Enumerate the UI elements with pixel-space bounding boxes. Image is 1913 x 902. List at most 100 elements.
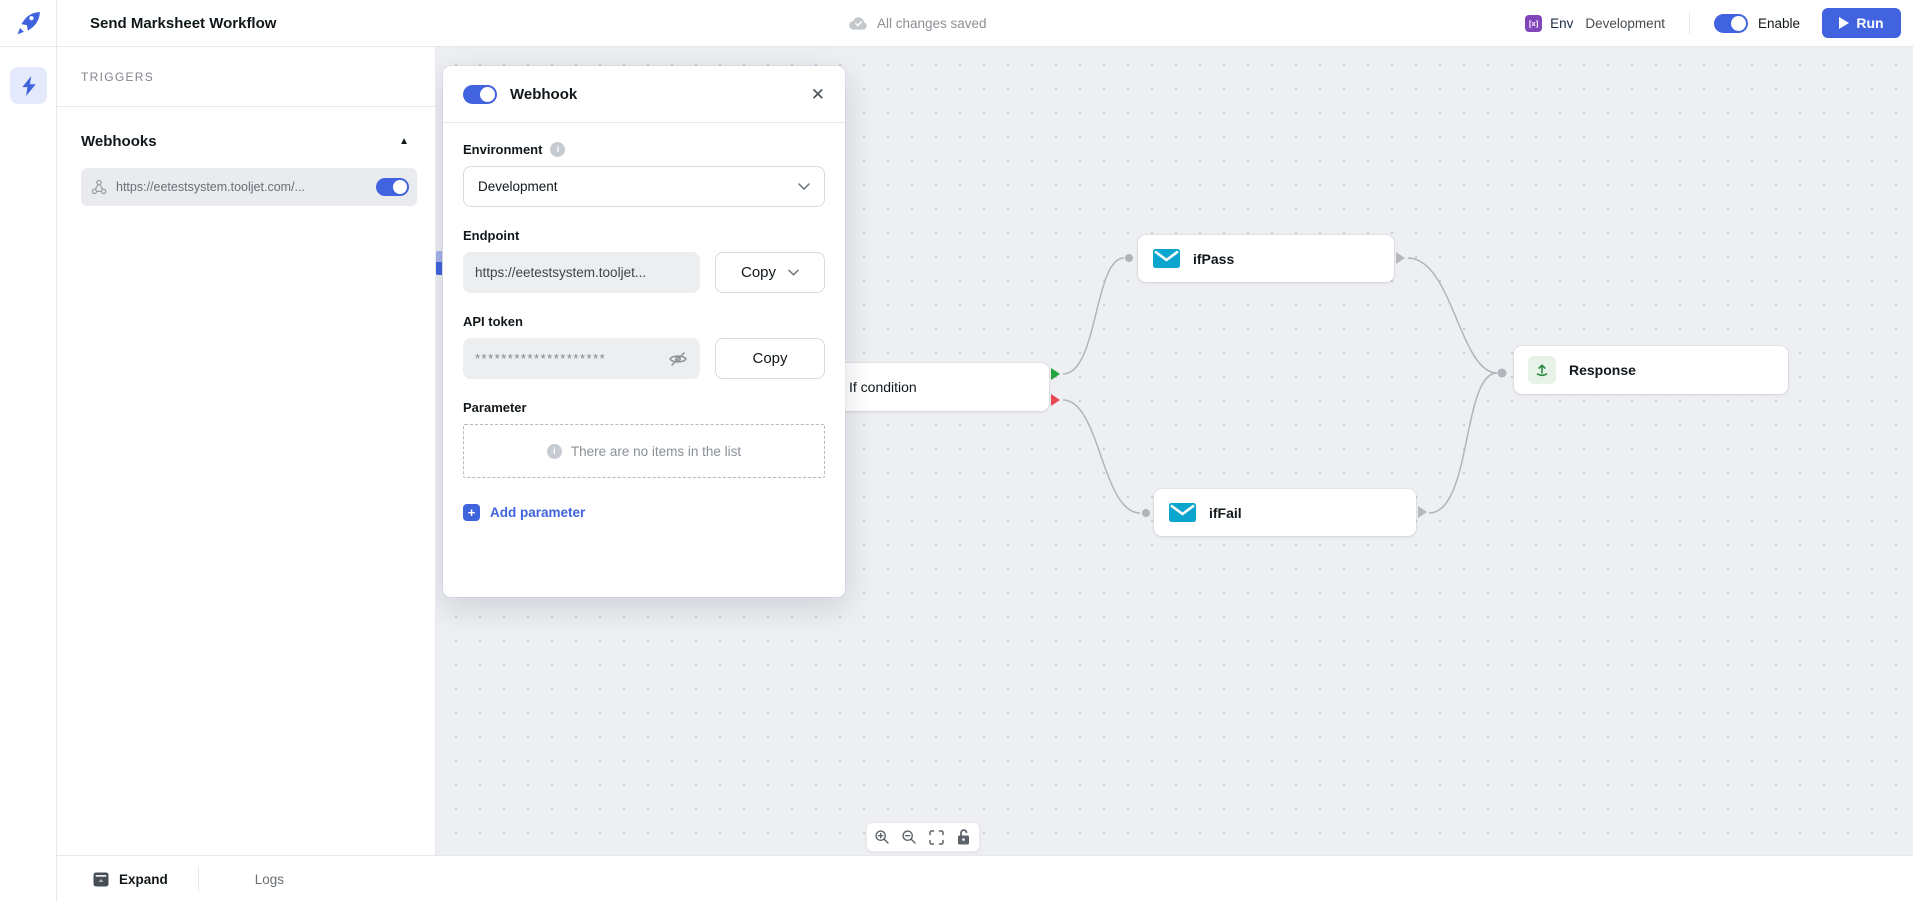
response-output-icon (1536, 364, 1548, 377)
parameter-empty-text: There are no items in the list (570, 443, 742, 459)
collapse-chevron-icon[interactable]: ▲ (399, 136, 409, 147)
webhook-config-modal: Webhook ✕ Environment i Development Endp… (443, 66, 845, 597)
expand-panel-icon (93, 872, 109, 886)
triggers-section-title: TRIGGERS (81, 69, 155, 84)
environment-field-label: Environment (463, 142, 543, 157)
webhook-url: https://eetestsystem.tooljet.com/... (116, 180, 305, 194)
parameter-empty-list: i There are no items in the list (463, 424, 825, 478)
edge-endpoint-dot (1125, 254, 1133, 262)
zoom-out-button[interactable] (897, 825, 921, 849)
run-button[interactable]: Run (1822, 8, 1901, 38)
endpoint-input[interactable]: https://eetestsystem.tooljet... (463, 252, 700, 293)
edge-ifpass-response (1407, 257, 1498, 374)
false-branch-handle[interactable] (1051, 394, 1060, 406)
add-parameter-button[interactable]: + Add parameter (463, 504, 825, 521)
env-label: Env (1550, 15, 1574, 31)
run-button-label: Run (1856, 15, 1884, 31)
zoom-in-icon (875, 830, 889, 844)
modal-body: Environment i Development Endpoint https… (443, 123, 845, 540)
eye-off-icon[interactable] (668, 351, 688, 367)
webhooks-group-title: Webhooks (81, 133, 157, 150)
webhook-list-item[interactable]: https://eetestsystem.tooljet.com/... (81, 168, 417, 206)
lock-open-icon (958, 829, 970, 845)
footer-divider (197, 867, 199, 891)
node-label: ifFail (1209, 504, 1242, 521)
modal-title: Webhook (510, 85, 578, 103)
close-icon[interactable]: ✕ (810, 84, 825, 104)
fit-view-icon (929, 829, 944, 845)
app-logo[interactable] (0, 0, 57, 46)
endpoint-copy-dropdown[interactable]: Copy (715, 252, 825, 293)
toggle-knob (1730, 15, 1746, 31)
info-icon: i (546, 443, 562, 459)
logs-button[interactable]: Logs (254, 871, 285, 887)
environment-select[interactable]: Development (463, 166, 825, 207)
rocket-icon (17, 12, 40, 35)
save-status-text: All changes saved (877, 15, 987, 31)
chevron-down-icon (798, 183, 810, 190)
webhook-icon (91, 179, 107, 195)
api-token-masked-value: ******************** (475, 351, 607, 366)
triggers-header: TRIGGERS (57, 47, 435, 107)
webhook-item-toggle[interactable] (376, 178, 409, 196)
webhook-enable-toggle[interactable] (463, 84, 497, 104)
cloud-check-icon (849, 17, 867, 30)
save-status: All changes saved (849, 0, 987, 46)
zoom-out-icon (902, 830, 917, 844)
lightning-bolt-icon (21, 75, 36, 96)
response-icon-box (1528, 356, 1556, 384)
api-token-copy-button[interactable]: Copy (715, 338, 825, 379)
add-parameter-label: Add parameter (490, 505, 586, 520)
info-icon: i (550, 142, 566, 157)
node-iffail[interactable]: ifFail (1154, 489, 1427, 536)
page-title: Send Marksheet Workflow (90, 14, 277, 32)
edge-ifcondition-iffail (1062, 399, 1141, 514)
node-label: If condition (849, 379, 917, 395)
parameter-field-label: Parameter (463, 400, 527, 415)
true-branch-handle[interactable] (1051, 368, 1060, 380)
enable-label: Enable (1757, 15, 1800, 31)
api-token-copy-label: Copy (752, 350, 788, 367)
api-token-input[interactable]: ******************** (463, 338, 700, 379)
environment-select-value: Development (478, 179, 558, 194)
node-ifpass[interactable]: ifPass (1138, 235, 1405, 282)
edge-endpoint-dot (1142, 509, 1150, 517)
api-token-field-label: API token (463, 314, 523, 329)
endpoint-value: https://eetestsystem.tooljet... (475, 265, 647, 280)
topbar-divider (1688, 12, 1690, 34)
output-handle[interactable] (1396, 252, 1405, 264)
node-label: Response (1569, 362, 1636, 378)
expand-button[interactable]: Expand (93, 872, 168, 887)
env-value: Development (1585, 15, 1665, 31)
triggers-panel: TRIGGERS Webhooks ▲ https://eetestsystem… (57, 47, 436, 855)
zoom-in-button[interactable] (870, 825, 894, 849)
canvas-zoom-toolbar (866, 822, 980, 852)
env-badge-icon: [x] (1525, 14, 1543, 32)
node-response[interactable]: Response (1514, 346, 1788, 394)
edge-endpoint-dot (1497, 368, 1507, 378)
endpoint-field-label: Endpoint (463, 228, 520, 243)
play-icon (1839, 17, 1850, 29)
node-label: ifPass (1193, 250, 1235, 267)
endpoint-copy-label: Copy (740, 264, 777, 281)
edge-ifcondition-ifpass (1062, 257, 1125, 375)
fit-view-button[interactable] (925, 825, 949, 849)
email-icon (1169, 503, 1196, 522)
modal-header: Webhook ✕ (443, 66, 845, 123)
enable-toggle[interactable] (1713, 13, 1748, 33)
top-bar: Send Marksheet Workflow All changes save… (0, 0, 1913, 47)
toggle-knob (480, 86, 495, 102)
triggers-rail-button[interactable] (10, 67, 47, 104)
topbar-right-group: [x] Env Development Enable Run (1525, 0, 1901, 46)
toggle-knob (393, 180, 407, 194)
plus-icon: + (463, 504, 480, 521)
hidden-node-fragment (436, 251, 442, 275)
edge-iffail-response (1428, 372, 1498, 514)
expand-label: Expand (119, 871, 168, 887)
lock-button[interactable] (952, 825, 976, 849)
email-icon (1153, 249, 1180, 268)
environment-badge[interactable]: [x] Env Development (1525, 14, 1665, 32)
bottom-bar: Expand Logs (57, 855, 1913, 902)
webhooks-group-header: Webhooks ▲ (57, 133, 435, 150)
output-handle[interactable] (1418, 506, 1427, 518)
